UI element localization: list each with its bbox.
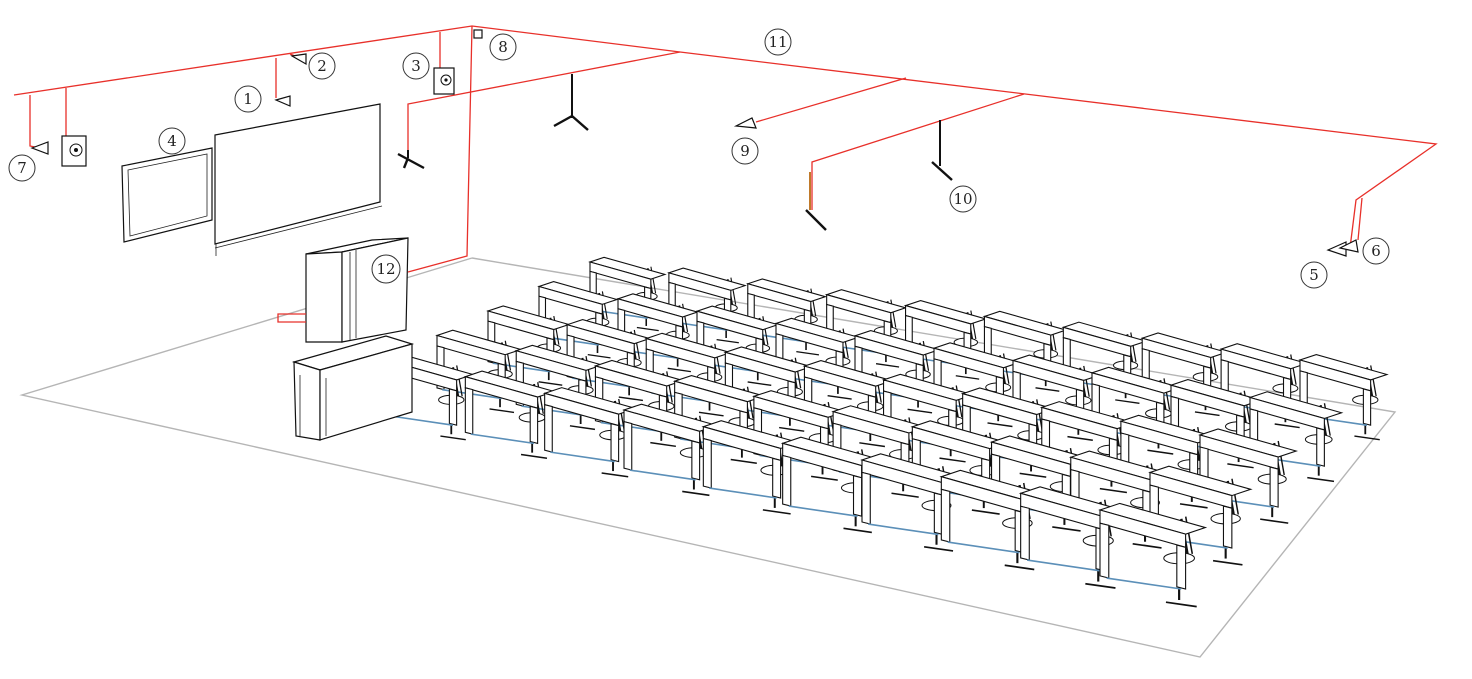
desk-unit <box>903 299 988 380</box>
callout-11: 11 <box>764 28 792 56</box>
callout-5: 5 <box>1300 261 1328 289</box>
callout-11-label: 11 <box>768 33 787 51</box>
wiring <box>13 25 1438 323</box>
callout-10: 10 <box>949 185 977 213</box>
teacher-desk <box>291 335 415 441</box>
callout-2: 2 <box>308 52 336 80</box>
desk-unit <box>1198 428 1299 524</box>
desk-unit <box>1298 353 1389 441</box>
callout-9: 9 <box>731 137 759 165</box>
desk-unit <box>672 374 767 464</box>
cabinet <box>305 237 409 343</box>
callout-group: 1 2 3 4 5 6 7 8 <box>8 28 1390 289</box>
callout-10-label: 10 <box>953 190 972 208</box>
callout-9-label: 9 <box>740 142 750 160</box>
desk-unit <box>542 387 638 478</box>
callout-8: 8 <box>489 33 517 61</box>
callout-12-label: 12 <box>376 260 395 278</box>
ceiling-mounts <box>397 74 953 231</box>
callout-4-label: 4 <box>167 132 177 150</box>
camera-7-icon <box>30 141 49 155</box>
callout-12: 12 <box>371 254 401 284</box>
callout-7: 7 <box>8 154 36 182</box>
projection-screen <box>214 103 383 256</box>
callout-8-label: 8 <box>498 38 508 56</box>
callout-6: 6 <box>1362 237 1390 265</box>
camera-1-icon <box>274 95 291 107</box>
callout-6-label: 6 <box>1371 242 1381 260</box>
desk-unit <box>1090 366 1183 455</box>
camera-6-icon <box>1338 239 1359 253</box>
speaker-front <box>433 67 455 95</box>
callout-4: 4 <box>158 127 186 155</box>
desk-array <box>384 256 1389 608</box>
callout-1: 1 <box>234 85 262 113</box>
desk-unit <box>622 403 719 497</box>
desk-unit <box>1098 502 1208 608</box>
floor-outline <box>19 257 1397 658</box>
callout-1-label: 1 <box>243 90 253 108</box>
speaker-left <box>61 135 87 167</box>
callout-3-label: 3 <box>411 57 421 75</box>
callout-2-label: 2 <box>317 57 327 75</box>
camera-9-icon <box>733 117 757 129</box>
desk-unit <box>1148 465 1253 566</box>
callout-7-label: 7 <box>17 159 27 177</box>
smart-board <box>121 147 213 243</box>
desk-unit <box>1248 391 1344 483</box>
sensor-8-icon <box>473 29 483 39</box>
devices <box>30 29 1359 257</box>
camera-2-icon <box>290 53 307 66</box>
callout-3: 3 <box>402 52 430 80</box>
desk-unit <box>463 370 557 459</box>
callout-5-label: 5 <box>1309 266 1319 284</box>
